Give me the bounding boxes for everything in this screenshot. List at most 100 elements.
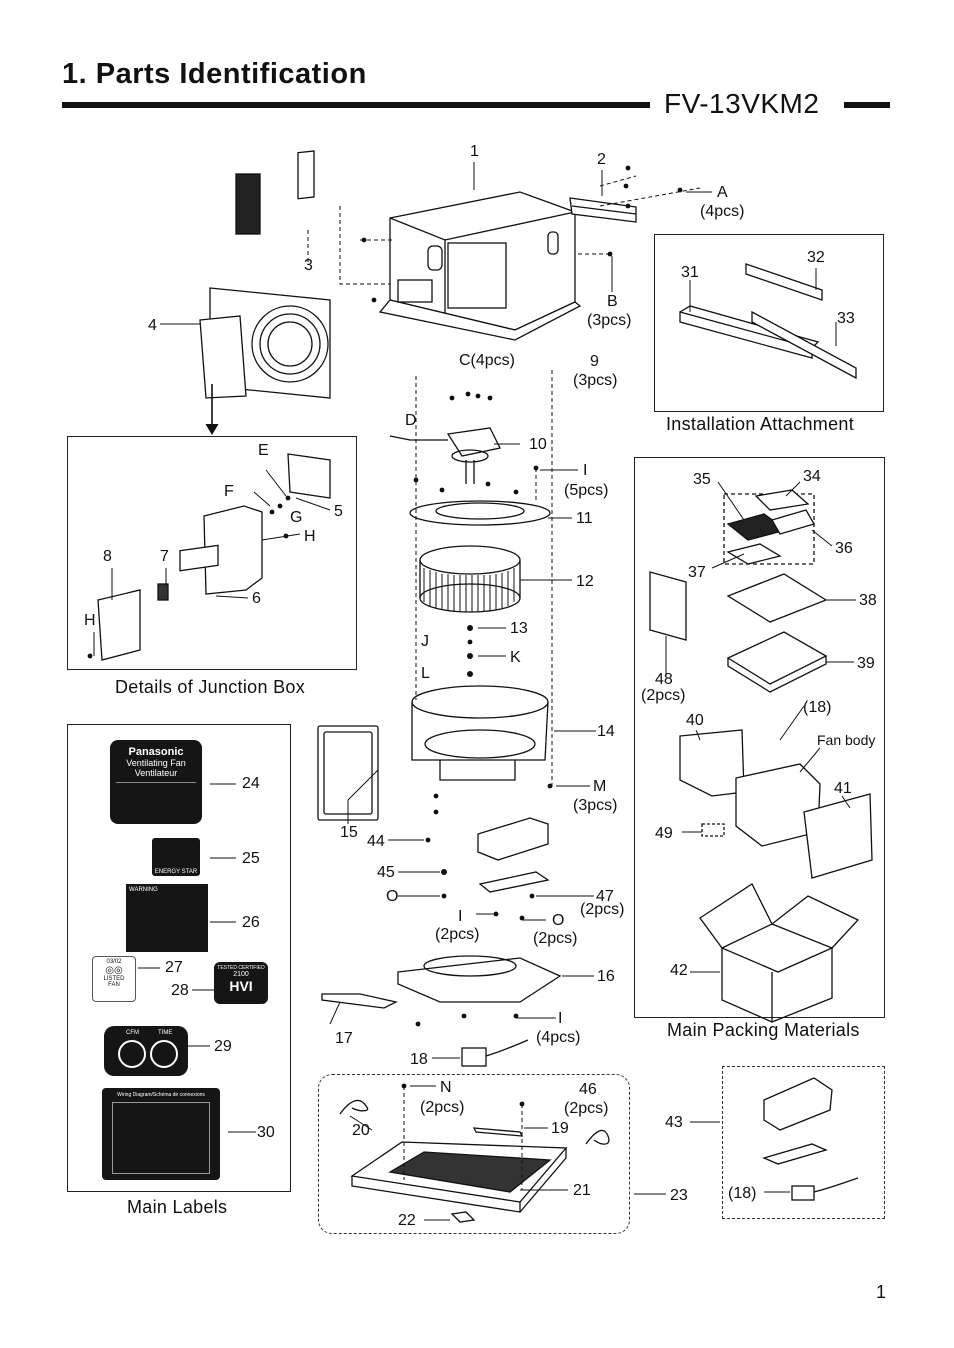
sheet-36 bbox=[771, 509, 815, 535]
callout-B-qty: (3pcs) bbox=[587, 312, 632, 329]
packing-materials-box bbox=[634, 457, 885, 1018]
callout-6: 6 bbox=[252, 590, 261, 607]
caption-fan-body: Fan body bbox=[817, 732, 876, 748]
hvi-label-28: TESTED CERTIFIED 2100 HVI bbox=[214, 962, 268, 1004]
callout-48: 48 bbox=[655, 671, 673, 688]
junction-panel-4 bbox=[199, 287, 331, 399]
callout-C: C(4pcs) bbox=[459, 352, 516, 369]
plate-6 bbox=[179, 544, 219, 572]
callout-48-qty: (2pcs) bbox=[641, 687, 686, 704]
label-3-art bbox=[235, 173, 261, 235]
callout-26: 26 bbox=[242, 914, 260, 931]
label-3-card bbox=[297, 150, 315, 200]
callout-I3-qty: (4pcs) bbox=[536, 1029, 581, 1046]
callout-J: J bbox=[421, 633, 429, 650]
callout-9: 9 bbox=[590, 353, 599, 370]
callout-47: 47 bbox=[596, 888, 614, 905]
callout-O2-qty: (2pcs) bbox=[533, 930, 578, 947]
callout-H2: H bbox=[84, 612, 96, 629]
callout-13: 13 bbox=[510, 620, 528, 637]
adapter-frame-16 bbox=[397, 955, 562, 1003]
callout-I2: I bbox=[458, 908, 463, 925]
callout-38: 38 bbox=[859, 592, 877, 609]
callout-12: 12 bbox=[576, 573, 594, 590]
hvi-mark: HVI bbox=[229, 978, 253, 994]
callout-35: 35 bbox=[693, 471, 711, 488]
installation-attachment-box bbox=[654, 234, 884, 412]
callout-25: 25 bbox=[242, 850, 260, 867]
header-rule-left bbox=[62, 102, 650, 108]
callout-21: 21 bbox=[573, 1182, 591, 1199]
warning-text: WARNING bbox=[129, 887, 158, 893]
caption-labels: Main Labels bbox=[127, 1197, 228, 1217]
callout-L: L bbox=[421, 665, 430, 682]
cover-plate-8 bbox=[97, 589, 141, 661]
housing bbox=[378, 191, 582, 341]
callout-42: 42 bbox=[670, 962, 688, 979]
callout-N-qty: (2pcs) bbox=[420, 1099, 465, 1116]
callout-16: 16 bbox=[597, 968, 615, 985]
mounting-plate-11 bbox=[409, 500, 551, 526]
sheet-48 bbox=[649, 571, 687, 641]
hvi-top: TESTED CERTIFIED bbox=[217, 965, 265, 971]
callout-7: 7 bbox=[160, 548, 169, 565]
product-name-fr: Ventilateur bbox=[134, 768, 178, 778]
callout-46: 46 bbox=[579, 1081, 597, 1098]
callout-10: 10 bbox=[529, 436, 547, 453]
callout-M: M bbox=[593, 778, 607, 795]
callout-45: 45 bbox=[377, 864, 395, 881]
callout-18c: (18) bbox=[728, 1185, 757, 1202]
box-bracket bbox=[203, 505, 263, 595]
callout-M-qty: (3pcs) bbox=[573, 797, 618, 814]
callout-A-qty: (4pcs) bbox=[700, 203, 745, 220]
callout-32: 32 bbox=[807, 249, 825, 266]
energy-star-text: ENERGY STAR bbox=[154, 869, 198, 875]
sheet-34 bbox=[754, 489, 810, 511]
callout-29: 29 bbox=[214, 1038, 232, 1055]
blower-wheel-12 bbox=[419, 545, 521, 613]
callout-23: 23 bbox=[670, 1187, 688, 1204]
junction-box-details-box bbox=[67, 436, 357, 670]
callout-G: G bbox=[290, 509, 303, 526]
callout-18: 18 bbox=[410, 1051, 428, 1068]
callout-B: B bbox=[607, 293, 618, 310]
callout-3: 3 bbox=[304, 257, 313, 274]
callout-17: 17 bbox=[335, 1030, 353, 1047]
callout-19: 19 bbox=[551, 1120, 569, 1137]
callout-O2: O bbox=[552, 912, 565, 929]
callout-8: 8 bbox=[103, 548, 112, 565]
connector-18 bbox=[461, 1047, 487, 1067]
motor-10 bbox=[389, 427, 501, 484]
callout-33: 33 bbox=[837, 310, 855, 327]
spring-20 bbox=[339, 1099, 369, 1115]
fan-casing-14 bbox=[411, 685, 549, 781]
callout-41: 41 bbox=[834, 780, 852, 797]
end-cap-40 bbox=[679, 729, 745, 797]
callout-49: 49 bbox=[655, 825, 673, 842]
end-cap-41 bbox=[803, 793, 873, 879]
spacer-22 bbox=[450, 1211, 476, 1223]
callout-15: 15 bbox=[340, 824, 358, 841]
callout-I2-qty: (2pcs) bbox=[435, 926, 480, 943]
callout-I3: I bbox=[558, 1010, 563, 1027]
main-labels-box bbox=[67, 724, 291, 1192]
bracket-32 bbox=[745, 263, 823, 301]
callout-34: 34 bbox=[803, 468, 821, 485]
wiring-title: Wiring Diagram/Schéma de connexions bbox=[117, 1092, 205, 1098]
caption-installation-attachment: Installation Attachment bbox=[666, 414, 855, 434]
callout-K: K bbox=[510, 649, 521, 666]
control-label-29: CFM TIME bbox=[104, 1026, 188, 1076]
callout-D: D bbox=[405, 412, 417, 429]
brand-name: Panasonic bbox=[128, 746, 184, 758]
accessory-box bbox=[722, 1066, 885, 1219]
sheet-37 bbox=[726, 543, 782, 565]
callout-37: 37 bbox=[688, 564, 706, 581]
callout-40: 40 bbox=[686, 712, 704, 729]
callout-E: E bbox=[258, 442, 269, 459]
callout-27: 27 bbox=[165, 959, 183, 976]
grille-assembly-box bbox=[318, 1074, 630, 1234]
header-rule-right bbox=[844, 102, 890, 108]
date-code: 03/02 bbox=[106, 959, 122, 965]
carton-42 bbox=[720, 923, 834, 973]
